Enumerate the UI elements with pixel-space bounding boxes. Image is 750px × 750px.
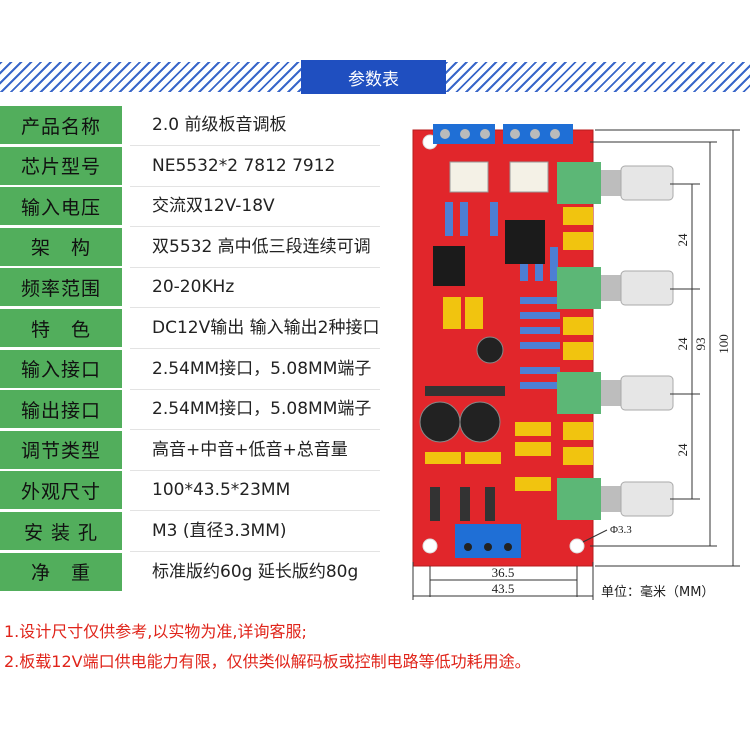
potentiometer-volume (557, 478, 674, 520)
row-divider (130, 388, 380, 390)
potentiometer-mid (557, 267, 674, 309)
spec-label: 外观尺寸 (0, 471, 122, 510)
spec-value: DC12V输出 输入输出2种接口 (152, 318, 380, 338)
spec-label: 安 装 孔 (0, 512, 122, 550)
height-total: 100 (716, 334, 731, 354)
electrolytic-cap (419, 401, 461, 443)
spec-label: 架 构 (0, 227, 122, 266)
spec-row: 安 装 孔 M3 (直径3.3MM) (0, 512, 390, 550)
note-1: 1.设计尺寸仅供参考,以实物为准,详询客服; (4, 622, 307, 641)
spec-label: 特 色 (0, 309, 122, 347)
hole-diameter: Φ3.3 (610, 524, 632, 536)
spec-label: 芯片型号 (0, 146, 122, 185)
electrolytic-cap (476, 336, 504, 364)
spec-value: 100*43.5*23MM (152, 480, 291, 501)
header-connector (449, 161, 489, 193)
row-divider (130, 307, 380, 309)
spec-row: 输入接口 2.54MM接口，5.08MM端子 (0, 349, 390, 388)
spec-row: 输出接口 2.54MM接口，5.08MM端子 (0, 390, 390, 429)
spec-table-title: 参数表 (301, 60, 446, 94)
spec-label: 输入接口 (0, 349, 122, 388)
spec-row: 特 色 DC12V输出 输入输出2种接口 (0, 309, 390, 347)
row-divider (130, 429, 380, 431)
spec-row: 架 构 双5532 高中低三段连续可调 (0, 227, 390, 266)
spec-label: 输出接口 (0, 390, 122, 429)
pot-spacing-3: 24 (675, 443, 690, 457)
spec-row: 输入电压 交流双12V-18V (0, 187, 390, 226)
row-divider (130, 145, 380, 146)
row-divider (130, 510, 380, 512)
spec-row: 净 重 标准版约60g 延长版约80g (0, 552, 390, 591)
width-total: 43.5 (492, 581, 515, 596)
spec-row: 频率范围 20-20KHz (0, 268, 390, 307)
width-inner: 36.5 (492, 565, 515, 580)
spec-label: 净 重 (0, 552, 122, 591)
potentiometer-treble (557, 162, 674, 204)
note-2: 2.板载12V端口供电能力有限，仅供类似解码板或控制电路等低功耗用途。 (4, 652, 531, 671)
pot-spacing-1: 24 (675, 233, 690, 247)
spec-value: 20-20KHz (152, 277, 235, 298)
spec-label: 输入电压 (0, 187, 122, 226)
mount-hole (422, 538, 438, 554)
spec-value: 2.54MM接口，5.08MM端子 (152, 358, 372, 379)
row-divider (130, 185, 380, 187)
spec-value: 2.0 前级板音调板 (152, 115, 287, 135)
spec-label: 调节类型 (0, 430, 122, 469)
spec-row: 调节类型 高音+中音+低音+总音量 (0, 430, 390, 469)
spec-value: 标准版约60g 延长版约80g (152, 561, 359, 582)
row-divider (130, 266, 380, 268)
height-holes: 93 (693, 338, 708, 351)
spec-row: 外观尺寸 100*43.5*23MM (0, 471, 390, 510)
spec-value: 2.54MM接口，5.08MM端子 (152, 399, 372, 420)
row-divider (130, 551, 380, 552)
electrolytic-cap (459, 401, 501, 443)
potentiometer-bass (557, 372, 674, 414)
row-divider (130, 348, 380, 349)
power-terminal (455, 524, 521, 558)
spec-value: 双5532 高中低三段连续可调 (152, 236, 371, 257)
board-diagram: 24 24 24 93 100 36.5 43.5 Φ3.3 单位：毫米（MM） (412, 124, 740, 600)
spec-value: 高音+中音+低音+总音量 (152, 439, 348, 460)
spec-label: 产品名称 (0, 106, 122, 144)
unit-label: 单位：毫米（MM） (601, 584, 714, 600)
spec-value: M3 (直径3.3MM) (152, 521, 287, 541)
spec-row: 产品名称 2.0 前级板音调板 (0, 106, 390, 144)
header-connector (509, 161, 549, 193)
spec-row: 芯片型号 NE5532*2 7812 7912 (0, 146, 390, 185)
spec-value: 交流双12V-18V (152, 196, 275, 217)
row-divider (130, 226, 380, 228)
spec-value: NE5532*2 7812 7912 (152, 155, 336, 176)
opamp-chip (433, 246, 465, 286)
row-divider (130, 469, 380, 471)
mount-hole (569, 538, 585, 554)
opamp-chip (505, 220, 545, 264)
spec-label: 频率范围 (0, 268, 122, 307)
pot-spacing-2: 24 (675, 337, 690, 351)
